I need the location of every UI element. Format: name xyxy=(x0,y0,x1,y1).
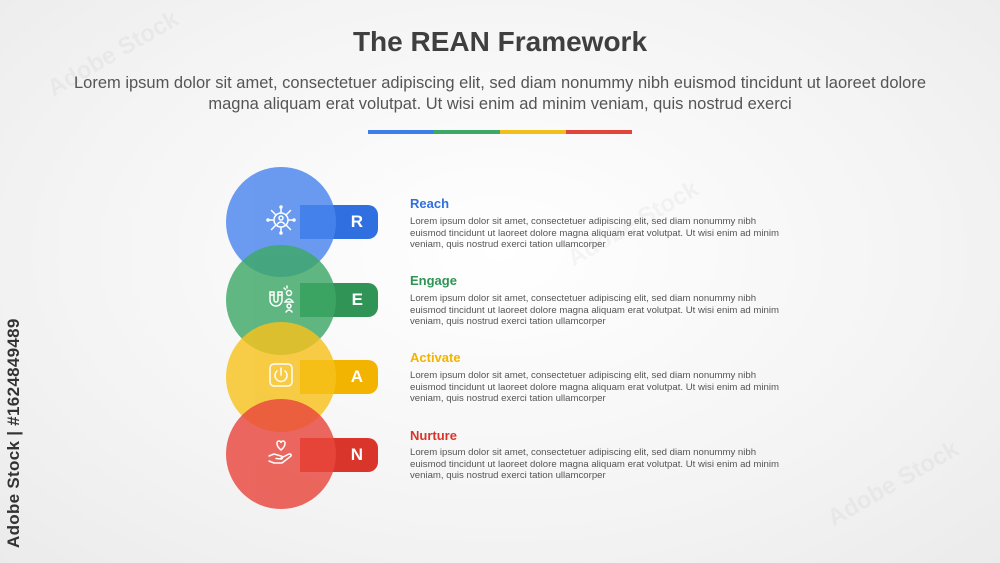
activate-description: Lorem ipsum dolor sit amet, consectetuer… xyxy=(410,370,780,404)
underline-segment xyxy=(566,130,632,134)
underline-segment xyxy=(434,130,500,134)
activate-title: Activate xyxy=(410,350,461,365)
underline-segment xyxy=(500,130,566,134)
underline-segment xyxy=(368,130,434,134)
nurture-description: Lorem ipsum dolor sit amet, consectetuer… xyxy=(410,447,780,481)
nurture-title: Nurture xyxy=(410,428,457,443)
tab-letter: N xyxy=(350,445,363,464)
stock-watermark: Adobe Stock | #1624849489 xyxy=(4,318,23,548)
power-button-icon xyxy=(265,359,297,396)
nurture-circle xyxy=(226,399,336,509)
tab-letter: R xyxy=(350,212,363,231)
hand-heart-icon xyxy=(265,436,297,473)
page-subtitle: Lorem ipsum dolor sit amet, consectetuer… xyxy=(73,74,927,113)
reach-description: Lorem ipsum dolor sit amet, consectetuer… xyxy=(410,216,780,250)
engage-description: Lorem ipsum dolor sit amet, consectetuer… xyxy=(410,293,780,327)
engage-title: Engage xyxy=(410,273,457,288)
tab-letter: E xyxy=(351,290,363,309)
watermark-pattern: Adobe Stock xyxy=(823,435,964,533)
magnet-person-icon xyxy=(265,282,297,319)
title-underline xyxy=(368,130,632,134)
tab-letter: A xyxy=(350,367,363,386)
reach-title: Reach xyxy=(410,196,450,211)
page-title: The REAN Framework xyxy=(352,26,648,57)
network-person-icon xyxy=(265,204,297,241)
